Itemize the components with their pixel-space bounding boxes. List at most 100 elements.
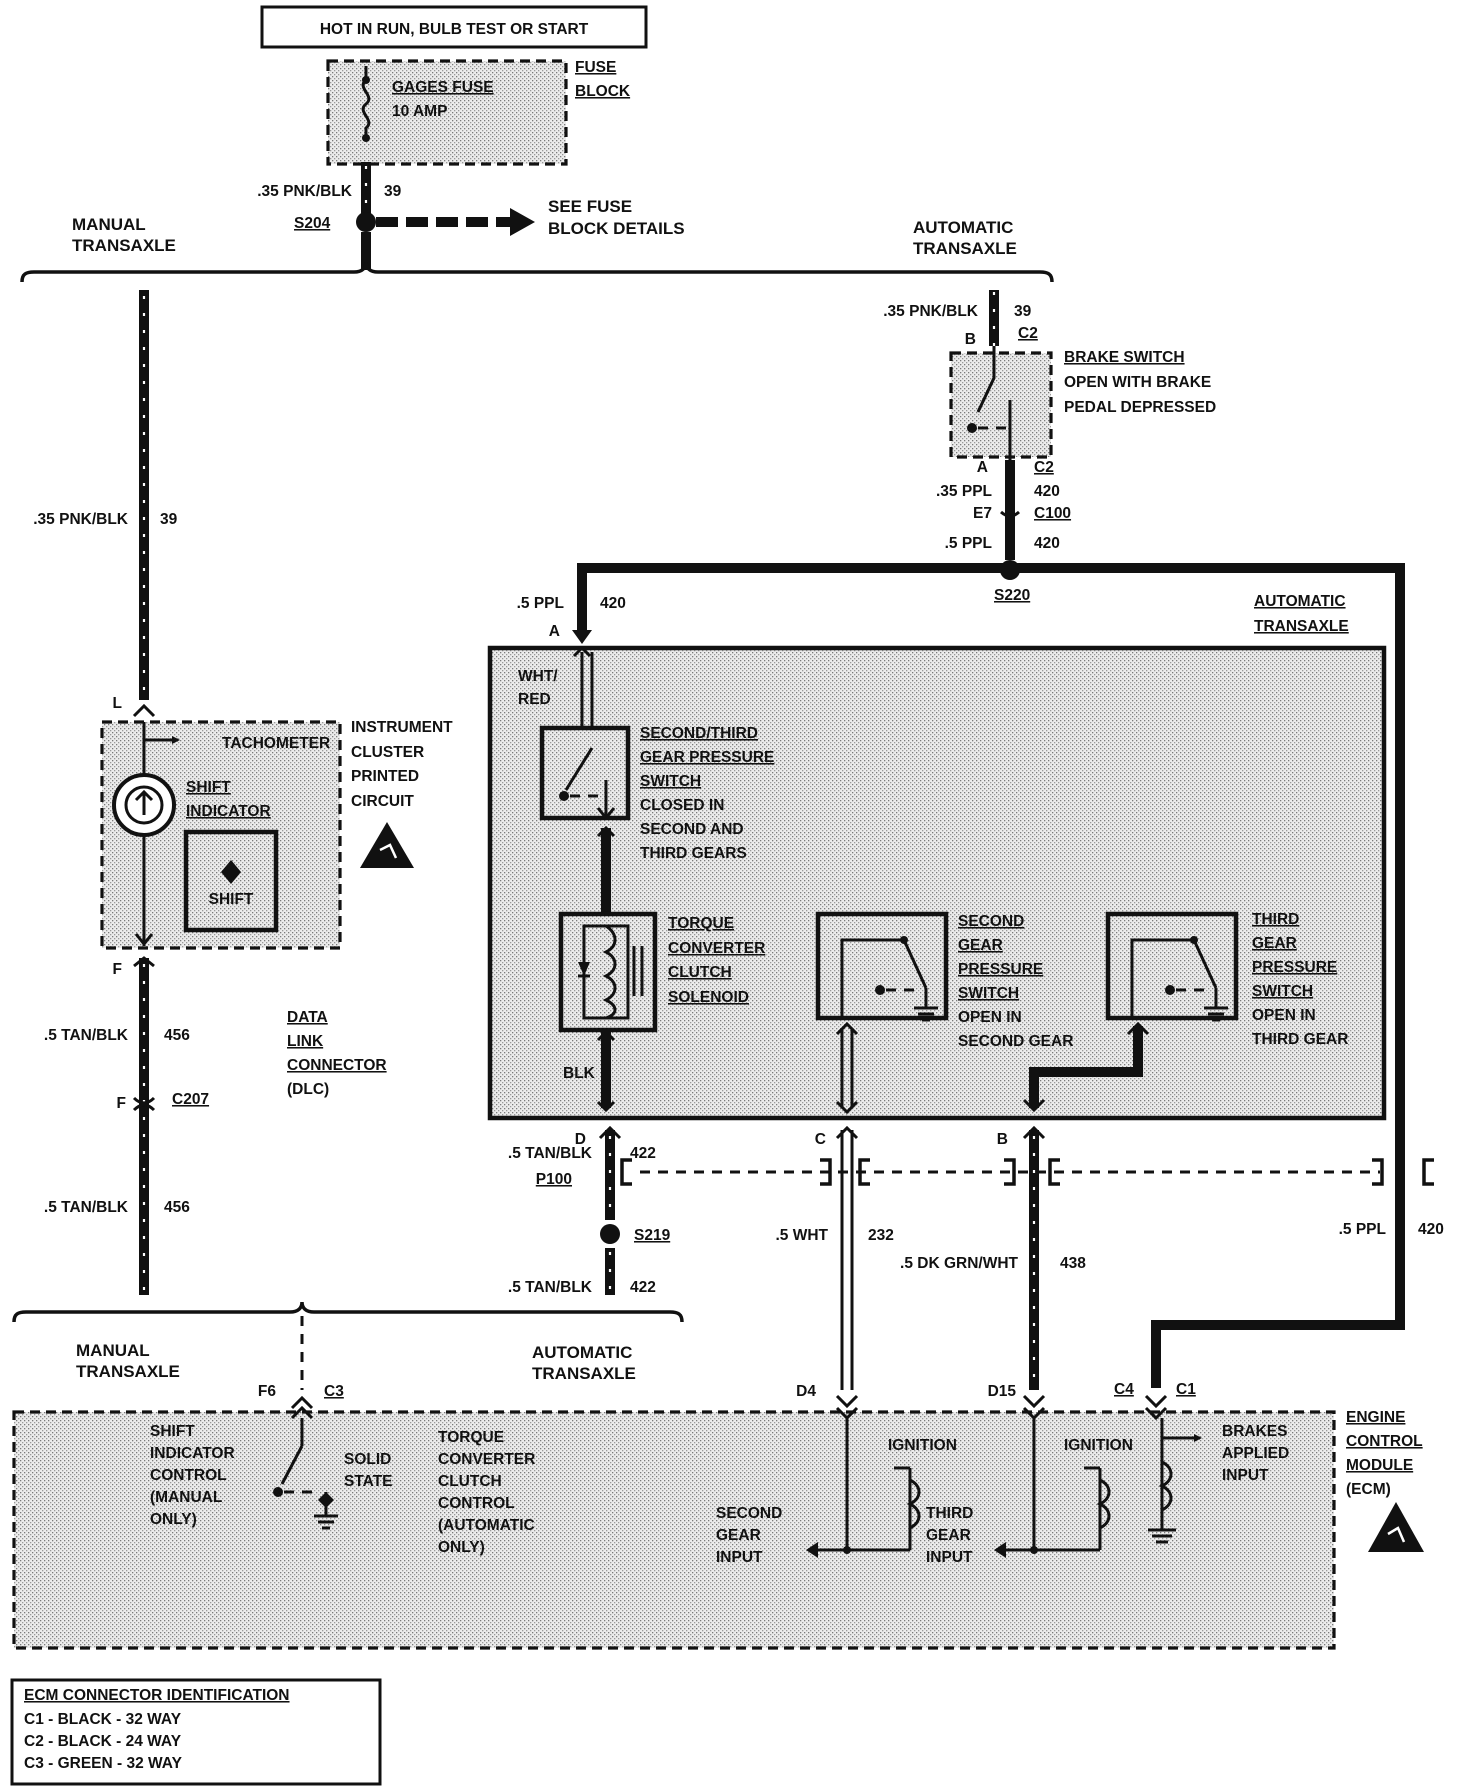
ecm-third-3: INPUT (926, 1549, 973, 1566)
ppl-wire: .5 PPL (1339, 1221, 1386, 1238)
splice-s204 (356, 212, 376, 232)
ecm-shift-5: ONLY) (150, 1511, 197, 1528)
brake-desc-1: OPEN WITH BRAKE (1064, 374, 1211, 391)
sw3-1: THIRD (1252, 911, 1299, 928)
brake-wire-out: .35 PPL (936, 483, 992, 500)
ecm-second-1: SECOND (716, 1505, 782, 1522)
brake-pin-e7: E7 (973, 505, 992, 522)
brake-pin-b: B (965, 331, 976, 348)
brake-title: BRAKE SWITCH (1064, 349, 1185, 366)
cluster-title-4: CIRCUIT (351, 793, 414, 810)
blk-label: BLK (563, 1065, 596, 1082)
power-header-box (260, 5, 648, 49)
see-details-2: BLOCK DETAILS (548, 219, 685, 238)
p100-label: P100 (536, 1171, 572, 1188)
shift-indicator-label-2: INDICATOR (186, 803, 271, 820)
ecm-third-1: THIRD (926, 1505, 973, 1522)
ecm-brakes-3: INPUT (1222, 1467, 1269, 1484)
auto-top-1: AUTOMATIC (913, 218, 1013, 237)
ecm-section: F6 C3 D4 D15 C4 C1 SHIFT INDICATOR CONTR… (12, 1381, 1424, 1650)
ecm-tcc-2: CONVERTER (438, 1451, 535, 1468)
ecm-conn-c3: C3 (324, 1383, 344, 1400)
wht-red-1: WHT/ (518, 668, 558, 685)
auto-bottom-1: AUTOMATIC (532, 1343, 632, 1362)
ecm-conn-c4: C4 (1114, 1381, 1134, 1398)
splice-s219 (600, 1224, 620, 1244)
wht-wire: .5 WHT (775, 1227, 828, 1244)
auto-pin-d: D (575, 1131, 586, 1148)
auto-title-2: TRANSAXLE (1254, 618, 1349, 635)
auto-wire-in-circuit: 420 (600, 595, 626, 612)
brake-conn-b: C2 (1018, 325, 1038, 342)
ecm-third-2: GEAR (926, 1527, 971, 1544)
ecm-second-3: INPUT (716, 1549, 763, 1566)
dlc-label-2: LINK (287, 1033, 324, 1050)
sw3-5: OPEN IN (1252, 1007, 1316, 1024)
cluster-title-1: INSTRUMENT (351, 719, 453, 736)
fuse-rating: 10 AMP (392, 103, 447, 120)
ecm-title-3: MODULE (1346, 1457, 1413, 1474)
ecm-ign-1: IGNITION (888, 1437, 957, 1454)
shift-lamp-text: SHIFT (209, 891, 254, 908)
ecm-shift-1: SHIFT (150, 1423, 195, 1440)
ppl-circuit: 420 (1418, 1221, 1444, 1238)
power-section: HOT IN RUN, BULB TEST OR START GAGES FUS… (257, 5, 685, 270)
sw23-3: SWITCH (640, 773, 701, 790)
brake-switch (949, 351, 1053, 459)
tcc-1: TORQUE (668, 915, 734, 932)
auto-bottom-2: TRANSAXLE (532, 1364, 636, 1383)
ecm-tcc-4: CONTROL (438, 1495, 515, 1512)
ecm-title-1: ENGINE (1346, 1409, 1405, 1426)
ecm-second-2: GEAR (716, 1527, 761, 1544)
dlc-wire-2: .5 TAN/BLK (44, 1199, 129, 1216)
sw2-1: SECOND (958, 913, 1024, 930)
brake-wire-out2: .5 PPL (945, 535, 992, 552)
brake-switch-section: .35 PNK/BLK 39 B C2 BRAKE SWITCH OPEN WI… (883, 290, 1216, 604)
cluster-pin-f: F (113, 961, 122, 978)
ppl-420-wire (572, 563, 1405, 1388)
dlc-pin-f: F (117, 1095, 126, 1112)
auto-pin-c: C (815, 1131, 826, 1148)
legend-title: ECM CONNECTOR IDENTIFICATION (24, 1687, 290, 1704)
wire-top-circuit: 39 (384, 183, 402, 200)
manual-top-1: MANUAL (72, 215, 146, 234)
legend-c2: C2 - BLACK - 24 WAY (24, 1733, 182, 1750)
fuse-block-label: FUSE (575, 59, 616, 76)
ecm-pin-f6: F6 (258, 1383, 276, 1400)
auto-transaxle-box (487, 645, 1387, 1121)
manual-bottom-1: MANUAL (76, 1341, 150, 1360)
ecm-solid-1: SOLID (344, 1451, 391, 1468)
fuse-symbol (361, 66, 371, 138)
ecm-brakes-2: APPLIED (1222, 1445, 1289, 1462)
shift-indicator-label-1: SHIFT (186, 779, 231, 796)
brake-conn-c100: C100 (1034, 505, 1071, 522)
sw3-6: THIRD GEAR (1252, 1031, 1348, 1048)
ecm-shift-3: CONTROL (150, 1467, 227, 1484)
brake-conn-a: C2 (1034, 459, 1054, 476)
ecm-title-2: CONTROL (1346, 1433, 1423, 1450)
legend-c3: C3 - GREEN - 32 WAY (24, 1755, 183, 1772)
sw3-4: SWITCH (1252, 983, 1313, 1000)
tcc-wire: .5 TAN/BLK (508, 1145, 593, 1162)
power-header: HOT IN RUN, BULB TEST OR START (320, 21, 589, 38)
ecm-conn-c1: C1 (1176, 1381, 1196, 1398)
lower-branch: MANUAL TRANSAXLE AUTOMATIC TRANSAXLE (12, 1301, 684, 1390)
ecm-title-4: (ECM) (1346, 1481, 1391, 1498)
esd-icon (360, 822, 414, 868)
splice-s219-label: S219 (634, 1227, 671, 1244)
sw3-3: PRESSURE (1252, 959, 1337, 976)
manual-bottom-2: TRANSAXLE (76, 1362, 180, 1381)
sw23-5: SECOND AND (640, 821, 744, 838)
auto-title-1: AUTOMATIC (1254, 593, 1346, 610)
fuse-name: GAGES FUSE (392, 79, 494, 96)
ecm-ign-2: IGNITION (1064, 1437, 1133, 1454)
ecm-tcc-3: CLUTCH (438, 1473, 502, 1490)
sw2-2: GEAR (958, 937, 1003, 954)
sw23-6: THIRD GEARS (640, 845, 747, 862)
sw3-2: GEAR (1252, 935, 1297, 952)
manual-left-section: .35 PNK/BLK 39 L TACHOMETER SHIFT INDICA… (33, 290, 453, 1295)
ecm-solid-2: STATE (344, 1473, 393, 1490)
ecm-box (12, 1410, 1336, 1650)
manual-top-2: TRANSAXLE (72, 236, 176, 255)
auto-transaxle-section: AUTOMATIC TRANSAXLE .5 PPL 420 A WHT/ RE… (487, 593, 1387, 1148)
